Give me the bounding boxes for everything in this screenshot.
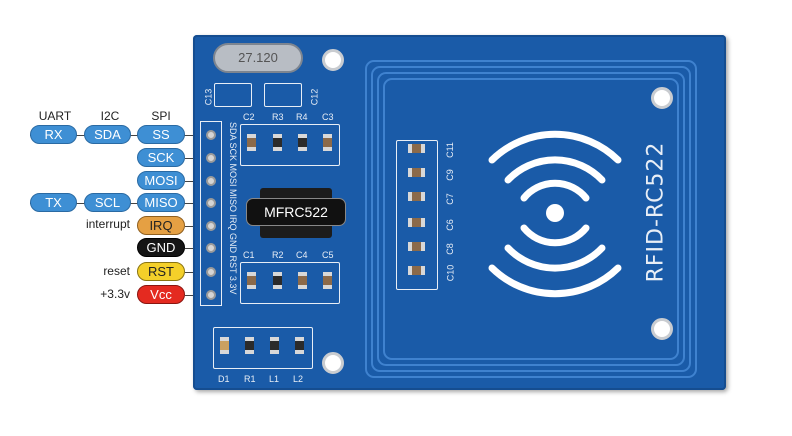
header-silk-label: SDA SCK MOSI MISO IRQ GND RST 3.3V [228, 122, 238, 295]
capacitor-c9 [408, 168, 425, 177]
pin-irq: IRQ [137, 216, 185, 235]
header-pin [206, 243, 216, 253]
mounting-hole [322, 49, 344, 71]
silk-c2: C2 [243, 112, 255, 122]
capacitor-c2 [247, 134, 256, 151]
silk-c4: C4 [296, 250, 308, 260]
resistor-r2 [273, 272, 282, 289]
uart-header: UART [38, 109, 72, 123]
pin-rx: RX [30, 125, 77, 144]
pin-ss: SS [137, 125, 185, 144]
spi-header: SPI [151, 109, 171, 123]
silk-c12: C12 [309, 88, 320, 106]
silk-c13: C13 [203, 88, 214, 106]
silk-c11: C11 [444, 142, 455, 158]
chip-label: MFRC522 [246, 198, 346, 226]
reset-label: reset [103, 264, 130, 278]
component-c12 [264, 83, 302, 107]
capacitor-c7 [408, 192, 425, 201]
pin-sda: SDA [84, 125, 131, 144]
silk-d1: D1 [218, 374, 230, 384]
resistor-r4 [298, 134, 307, 151]
component-group-bottom [213, 327, 313, 369]
header-pin [206, 130, 216, 140]
pin-rst: RST [137, 262, 185, 281]
power-label: +3.3v [100, 287, 130, 301]
silk-c3: C3 [322, 112, 334, 122]
silk-c6: C6 [444, 219, 455, 231]
inductor-l2 [295, 337, 304, 354]
interrupt-label: interrupt [85, 217, 130, 231]
capacitor-c5 [323, 272, 332, 289]
header-pin [206, 153, 216, 163]
capacitor-column [396, 140, 438, 290]
pin-gnd: GND [137, 238, 185, 257]
silk-r2: R2 [272, 250, 284, 260]
header-pin [206, 290, 216, 300]
inductor-l1 [270, 337, 279, 354]
mounting-hole [322, 352, 344, 374]
header-pin [206, 198, 216, 208]
silk-r1: R1 [244, 374, 256, 384]
board-title: RFID-RC522 [643, 141, 669, 283]
capacitor-c1 [247, 272, 256, 289]
silk-c5: C5 [322, 250, 334, 260]
silk-c9: C9 [444, 169, 455, 181]
silk-l1: L1 [269, 374, 280, 384]
crystal-oscillator: 27.120 [213, 43, 303, 73]
capacitor-c10 [408, 266, 425, 275]
capacitor-c8 [408, 242, 425, 251]
header-pin [206, 267, 216, 277]
pin-sck: SCK [137, 148, 185, 167]
resistor-r1 [245, 337, 254, 354]
header-pin [206, 176, 216, 186]
component-group-mid [240, 262, 340, 304]
header-pin [206, 221, 216, 231]
silk-l2: L2 [293, 374, 304, 384]
pin-header [200, 121, 222, 306]
mounting-hole [651, 87, 673, 109]
pin-miso: MISO [137, 193, 185, 212]
silk-c10: C10 [445, 264, 456, 282]
silk-r4: R4 [296, 112, 308, 122]
component-c13 [214, 83, 252, 107]
i2c-header: I2C [100, 109, 120, 123]
capacitor-c3 [323, 134, 332, 151]
silk-c8: C8 [444, 243, 455, 255]
pin-vcc: Vcc [137, 285, 185, 304]
silk-c1: C1 [243, 250, 255, 260]
resistor-r3 [273, 134, 282, 151]
pin-scl: SCL [84, 193, 131, 212]
capacitor-c6 [408, 218, 425, 227]
pin-tx: TX [30, 193, 77, 212]
capacitor-c4 [298, 272, 307, 289]
diode-d1 [220, 337, 229, 354]
rfid-wave-icon [488, 130, 622, 298]
antenna-coil [365, 60, 697, 378]
component-group-top [240, 124, 340, 166]
capacitor-c11 [408, 144, 425, 153]
mounting-hole [651, 318, 673, 340]
pin-mosi: MOSI [137, 171, 185, 190]
silk-r3: R3 [272, 112, 284, 122]
silk-c7: C7 [444, 193, 455, 205]
